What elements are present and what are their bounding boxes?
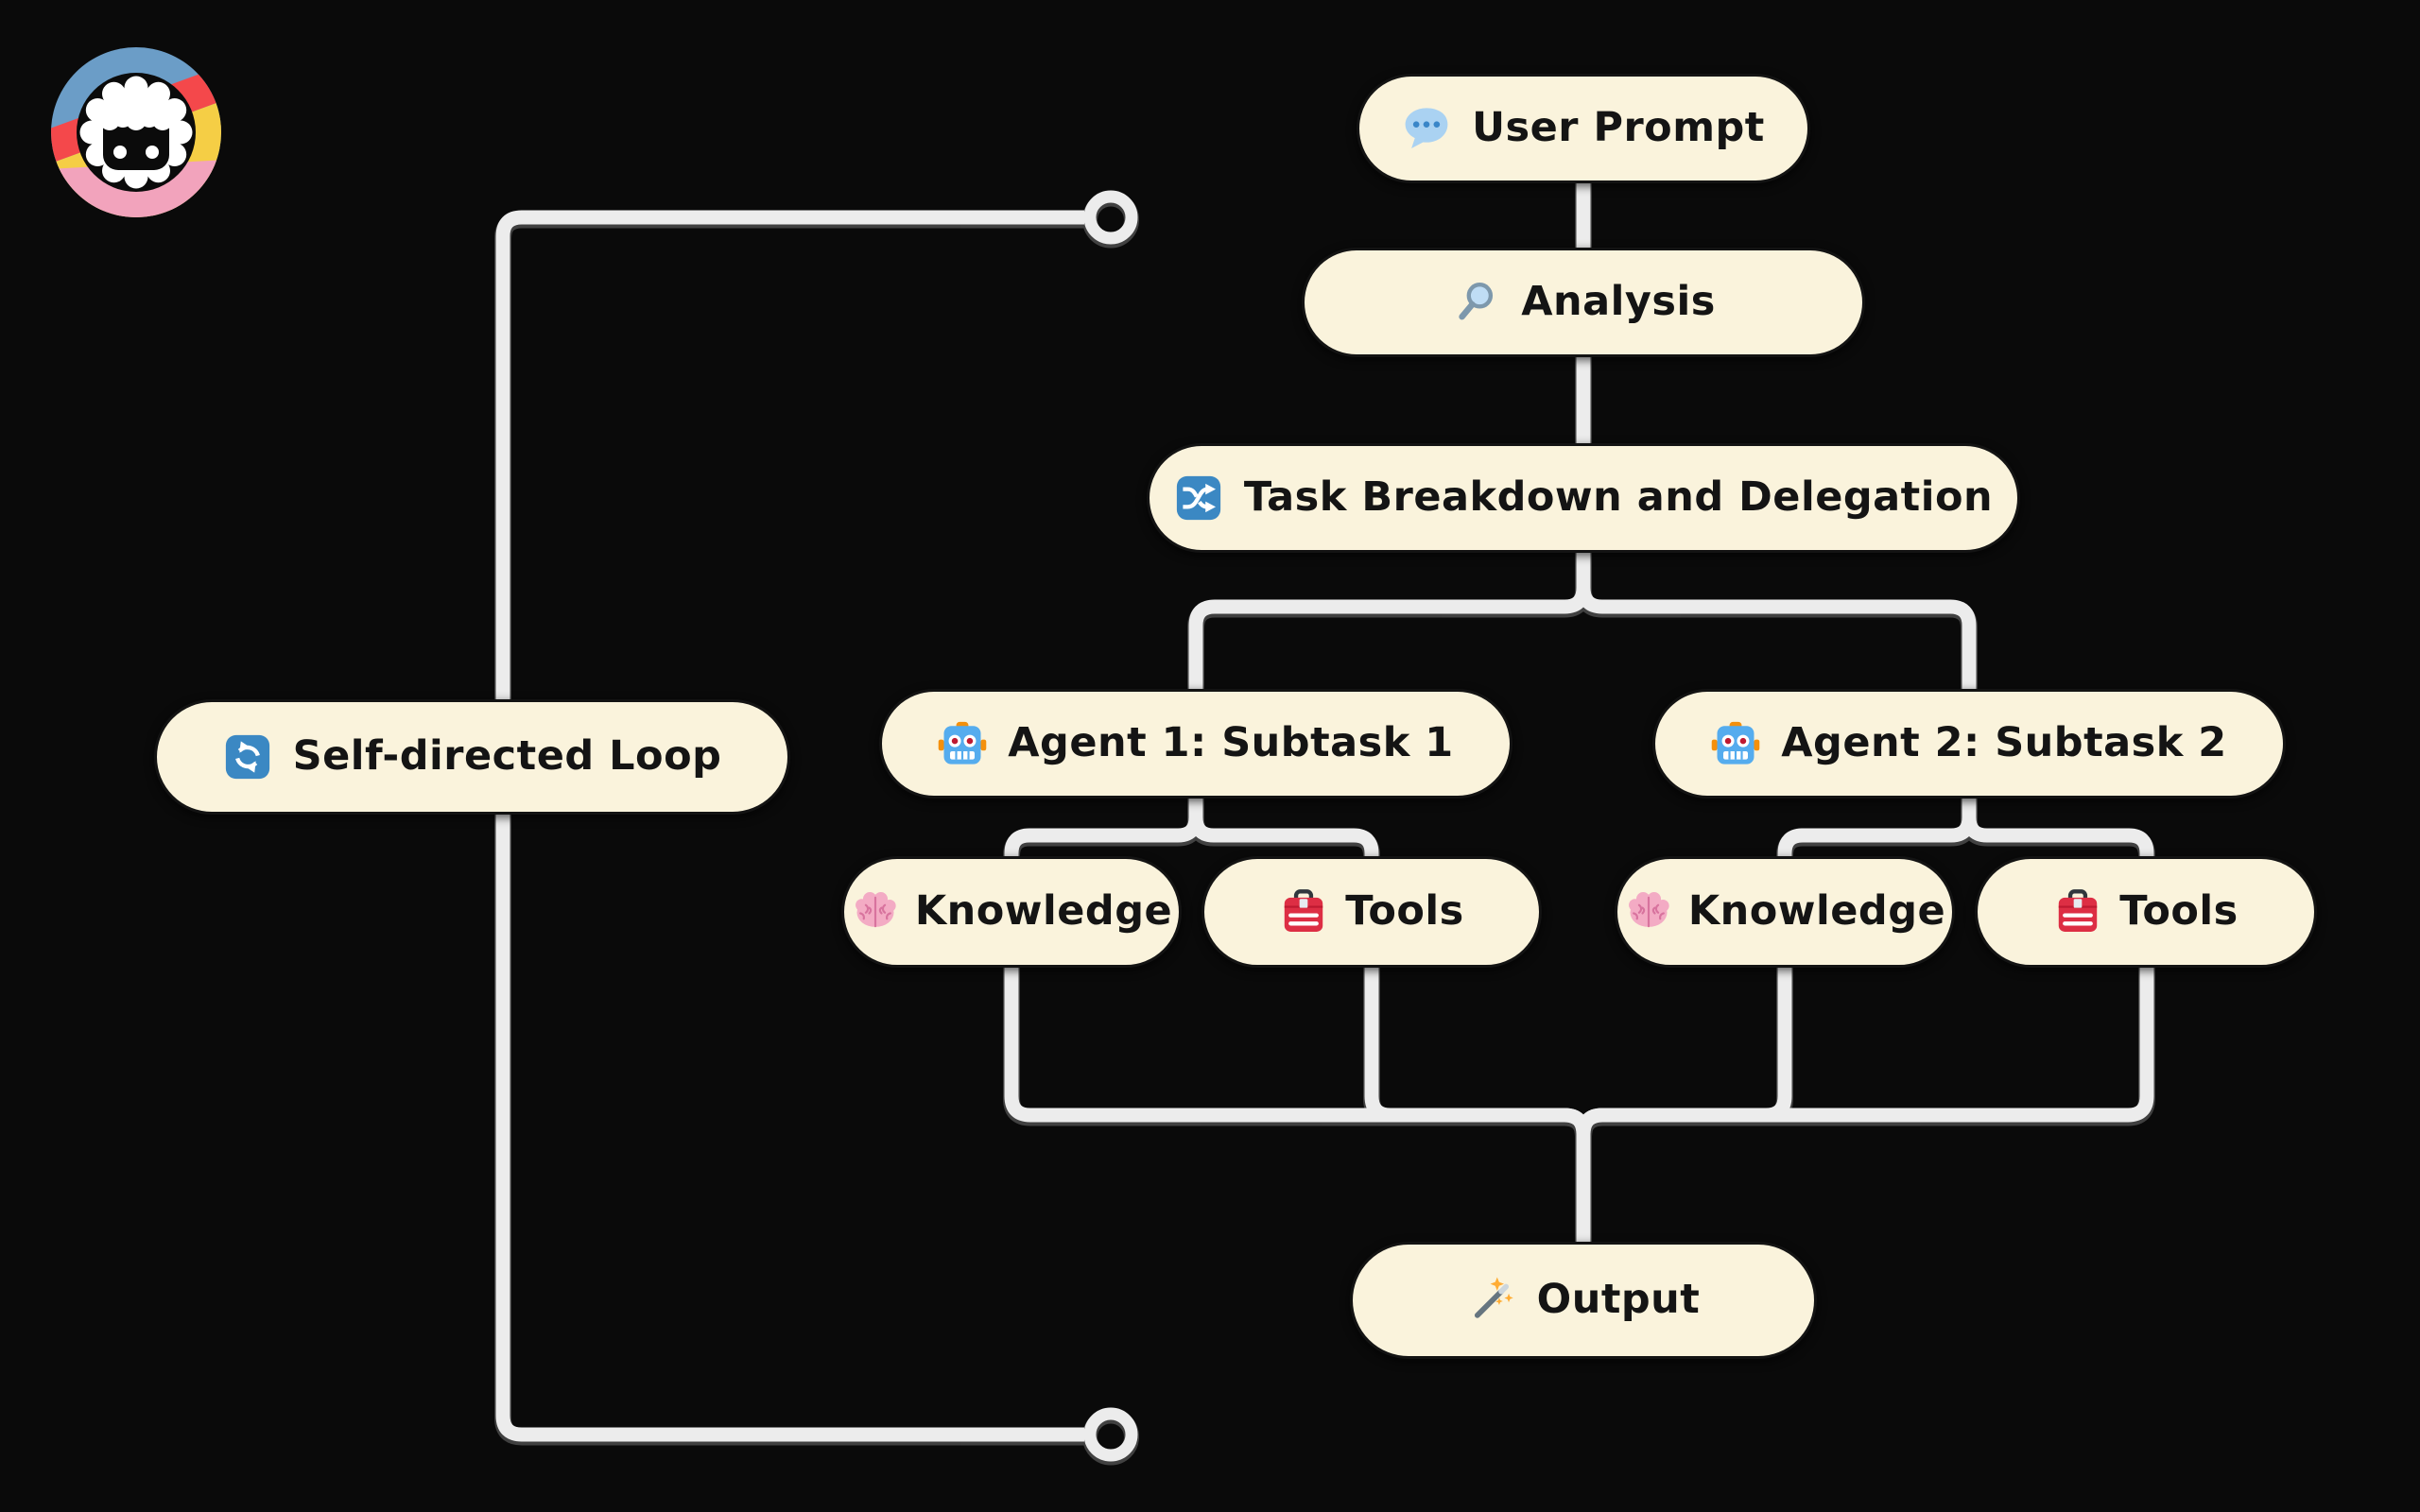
edge-tools1-output (1364, 958, 1591, 1252)
refresh-arrows-icon (223, 732, 272, 782)
node-agent1[interactable]: Agent 1: Subtask 1 (879, 689, 1512, 799)
node-label: Self-directed Loop (292, 732, 722, 780)
brain-icon (1624, 887, 1673, 936)
edge-agent2-tools2 (1962, 789, 2154, 866)
node-label: Tools (1345, 887, 1464, 935)
loop-rail-line (495, 210, 1084, 1442)
loop-endpoint-dot-bottom (1083, 1407, 1138, 1462)
toolbox-icon (2053, 887, 2102, 936)
node-knowledge-1[interactable]: Knowledge (841, 856, 1182, 968)
node-tools-2[interactable]: Tools (1975, 856, 2317, 968)
speech-balloon-icon (1402, 104, 1451, 153)
robot-icon (938, 719, 987, 768)
edge-task-agent2 (1576, 543, 1977, 699)
node-label: Knowledge (1687, 887, 1946, 935)
loop-endpoint-dot-top (1083, 190, 1138, 245)
node-task-breakdown[interactable]: Task Breakdown and Delegation (1147, 443, 2020, 553)
robot-icon (1711, 719, 1760, 768)
node-label: Agent 1: Subtask 1 (1008, 719, 1454, 766)
connector-lines (495, 170, 2154, 1462)
edge-tools2-output (1576, 958, 2154, 1252)
node-agent2[interactable]: Agent 2: Subtask 2 (1652, 689, 2286, 799)
node-tools-1[interactable]: Tools (1201, 856, 1542, 968)
brain-icon (851, 887, 900, 936)
node-user-prompt[interactable]: User Prompt (1357, 74, 1810, 183)
edge-task-agent1 (1188, 543, 1591, 699)
node-label: Knowledge (914, 887, 1173, 935)
eraser-sheep-logo[interactable] (46, 43, 226, 226)
connector-shadow (494, 172, 2155, 1466)
edge-knowledge1-output (1004, 958, 1591, 1252)
sheep-logo-icon (51, 47, 221, 217)
shuffle-arrows-icon (1174, 473, 1223, 523)
node-output[interactable]: Output (1350, 1242, 1817, 1359)
node-label: User Prompt (1472, 104, 1765, 151)
node-label: Tools (2119, 887, 2238, 935)
edge-knowledge2-output (1576, 958, 1792, 1252)
toolbox-icon (1279, 887, 1328, 936)
node-label: Task Breakdown and Delegation (1243, 473, 1994, 521)
node-label: Output (1536, 1276, 1701, 1323)
edge-agent1-knowledge1 (1004, 789, 1203, 866)
node-knowledge-2[interactable]: Knowledge (1615, 856, 1955, 968)
edge-agent2-knowledge2 (1777, 789, 1977, 866)
magnifying-glass-icon (1451, 278, 1500, 327)
magic-wand-icon (1467, 1276, 1516, 1325)
node-self-directed-loop[interactable]: Self-directed Loop (154, 699, 790, 815)
node-analysis[interactable]: Analysis (1302, 248, 1865, 357)
edge-agent1-tools1 (1188, 789, 1379, 866)
node-label: Analysis (1521, 278, 1716, 325)
node-label: Agent 2: Subtask 2 (1781, 719, 2227, 766)
